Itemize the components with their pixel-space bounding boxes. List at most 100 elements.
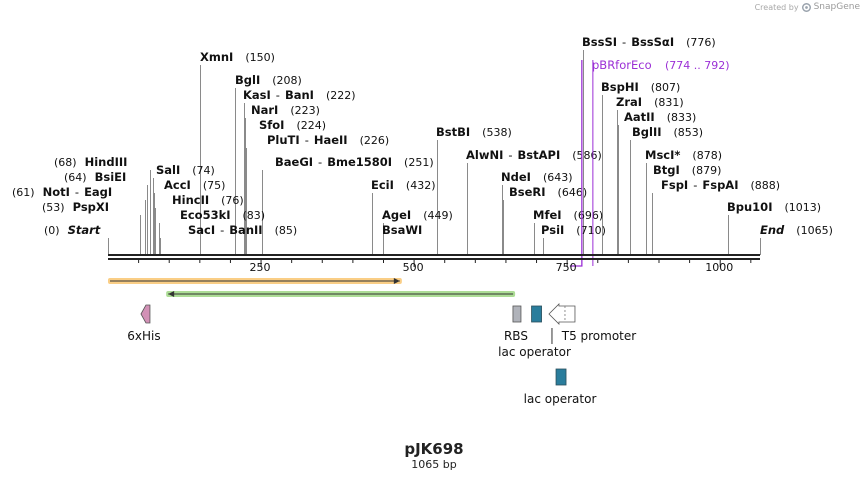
enzyme-aatii: AatII(833) bbox=[624, 110, 696, 124]
enzyme-position: (83) bbox=[243, 209, 266, 222]
ruler-tick-label: 750 bbox=[556, 261, 577, 274]
feature-6xhis: 6xHis bbox=[127, 304, 161, 343]
orf-1 bbox=[108, 278, 402, 284]
enzyme-position: (807) bbox=[651, 81, 681, 94]
feature-t5-promoter: T5 promoter bbox=[548, 303, 637, 344]
orfs bbox=[108, 278, 516, 297]
enzyme-position: (222) bbox=[326, 89, 356, 102]
svg-text:BstBI(538): BstBI(538) bbox=[436, 125, 512, 139]
svg-text:SalI(74): SalI(74) bbox=[156, 163, 215, 177]
enzyme-name: BsaWI bbox=[382, 223, 422, 237]
enzyme-position: (888) bbox=[751, 179, 781, 192]
feature-t5-promoter-shape bbox=[548, 303, 576, 325]
enzyme-name: BtgI bbox=[653, 163, 680, 177]
enzyme-position: (85) bbox=[275, 224, 298, 237]
enzyme-name: MfeI bbox=[533, 208, 562, 222]
primer: pBRforEco(774 .. 792) bbox=[569, 58, 730, 267]
svg-text:BspHI(807): BspHI (807) bbox=[601, 80, 680, 94]
enzyme-name: MscI bbox=[645, 148, 674, 162]
enzyme-alt-name: BstAPI bbox=[518, 148, 561, 162]
enzyme-position: (432) bbox=[406, 179, 436, 192]
enzyme-name: BstBI bbox=[436, 125, 470, 139]
snapgene-logo-icon bbox=[801, 2, 811, 12]
enzyme-pluti: PluTI-HaeII(226) bbox=[267, 133, 389, 147]
enzyme-bgli: BglI(208) bbox=[235, 73, 302, 87]
enzyme-fspi: FspI-FspAI(888) bbox=[661, 178, 780, 192]
feature-rbs-label: RBS bbox=[504, 329, 528, 343]
ruler-tick-label: 250 bbox=[250, 261, 271, 274]
enzyme-position: (74) bbox=[192, 164, 215, 177]
enzyme-position: (1065) bbox=[796, 224, 833, 237]
enzyme-name: KasI bbox=[243, 88, 271, 102]
enzyme-saci: SacI-BanII(85) bbox=[188, 223, 297, 237]
enzyme-pspxi: (53)PspXI bbox=[42, 200, 109, 214]
enzyme-mfei: MfeI(696) bbox=[533, 208, 603, 222]
feature-lac-operator-1-shape bbox=[531, 305, 542, 323]
enzyme-labels: (0)Start(53)PspXI(61)NotI-EagI(64)BsiEI(… bbox=[12, 35, 833, 237]
sequence-backbone bbox=[108, 254, 760, 260]
snapgene-watermark: Created by SnapGene bbox=[755, 2, 860, 12]
enzyme-position: (643) bbox=[543, 171, 573, 184]
enzyme-name: PluTI bbox=[267, 133, 300, 147]
enzyme-name: BaeGI bbox=[275, 155, 313, 169]
enzyme-name: FspI bbox=[661, 178, 688, 192]
enzyme-position: (64) bbox=[64, 171, 87, 184]
enzyme-acci: AccI(75) bbox=[164, 178, 225, 192]
svg-text:XmnI(150): XmnI (150) bbox=[200, 50, 275, 64]
enzyme-position: (251) bbox=[404, 156, 434, 169]
enzyme-name: BseRI bbox=[509, 185, 546, 199]
enzyme-bglii: BglII(853) bbox=[632, 125, 703, 139]
enzyme-position: (76) bbox=[221, 194, 244, 207]
enzyme-position: (586) bbox=[572, 149, 602, 162]
enzyme-sali: SalI(74) bbox=[156, 163, 215, 177]
svg-text:BglI(208): BglI(208) bbox=[235, 73, 302, 87]
enzyme-position: (833) bbox=[667, 111, 697, 124]
enzyme-name: XmnI bbox=[200, 50, 233, 64]
enzyme-bsawi: BsaWI bbox=[382, 223, 422, 237]
svg-text:PsiI(710): PsiI(710) bbox=[541, 223, 606, 237]
enzyme-hindiii: (68) HindIII bbox=[54, 155, 127, 169]
enzyme-name: Start bbox=[68, 223, 101, 237]
primer-arrow bbox=[569, 60, 583, 267]
enzyme-alt-name: HaeII bbox=[314, 133, 348, 147]
svg-text:Bpu10I(1013): Bpu10I(1013) bbox=[727, 200, 821, 214]
svg-text:HincII(76): HincII(76) bbox=[172, 193, 244, 207]
watermark-prefix: Created by bbox=[754, 2, 799, 12]
enzyme-agei: AgeI(449) bbox=[382, 208, 453, 222]
feature-6xhis-shape bbox=[140, 304, 151, 324]
enzyme-alt-name: FspAI bbox=[702, 178, 738, 192]
enzyme-name: End bbox=[760, 223, 785, 237]
enzyme-msci: MscI*(878) bbox=[645, 148, 722, 162]
enzyme-position: (68) bbox=[54, 156, 77, 169]
svg-text:(64)BsiEI: (64)BsiEI bbox=[64, 170, 126, 184]
svg-text:FspI-FspAI(888): FspI-FspAI(888) bbox=[661, 178, 780, 192]
enzyme-position: (224) bbox=[296, 119, 326, 132]
svg-text:(61)NotI-EagI: (61)NotI-EagI bbox=[12, 185, 112, 199]
enzyme-name: BspHI bbox=[601, 80, 639, 94]
enzyme-name: HindIII bbox=[85, 155, 128, 169]
enzyme-name: AlwNI bbox=[466, 148, 503, 162]
orf-arrowhead bbox=[168, 291, 175, 297]
plasmid-name: pJK698 bbox=[404, 440, 464, 458]
enzyme-position: (223) bbox=[290, 104, 320, 117]
primer-name: pBRforEco bbox=[592, 58, 652, 72]
svg-text:BglII(853): BglII(853) bbox=[632, 125, 703, 139]
svg-text:AatII(833): AatII(833) bbox=[624, 110, 696, 124]
svg-text:Eco53kI(83): Eco53kI(83) bbox=[180, 208, 265, 222]
feature-t5-promoter-label: T5 promoter bbox=[561, 329, 637, 343]
ruler-tick-label: 500 bbox=[403, 261, 424, 274]
watermark-brand: SnapGene bbox=[813, 2, 860, 12]
enzyme-name: BglII bbox=[632, 125, 662, 139]
svg-text:SfoI(224): SfoI(224) bbox=[259, 118, 326, 132]
enzyme-position: (53) bbox=[42, 201, 65, 214]
enzyme-lines bbox=[108, 50, 761, 255]
feature-lac-operator-2-shape bbox=[555, 368, 567, 386]
enzyme-name: ZraI bbox=[616, 95, 642, 109]
enzyme-position: (75) bbox=[203, 179, 226, 192]
enzyme-name: BssSI bbox=[582, 35, 617, 49]
enzyme-name: EciI bbox=[371, 178, 394, 192]
enzyme-position: (150) bbox=[245, 51, 275, 64]
enzyme-ndei: NdeI(643) bbox=[501, 170, 573, 184]
svg-text:MfeI(696): MfeI(696) bbox=[533, 208, 603, 222]
enzyme-position: (0) bbox=[44, 224, 60, 237]
